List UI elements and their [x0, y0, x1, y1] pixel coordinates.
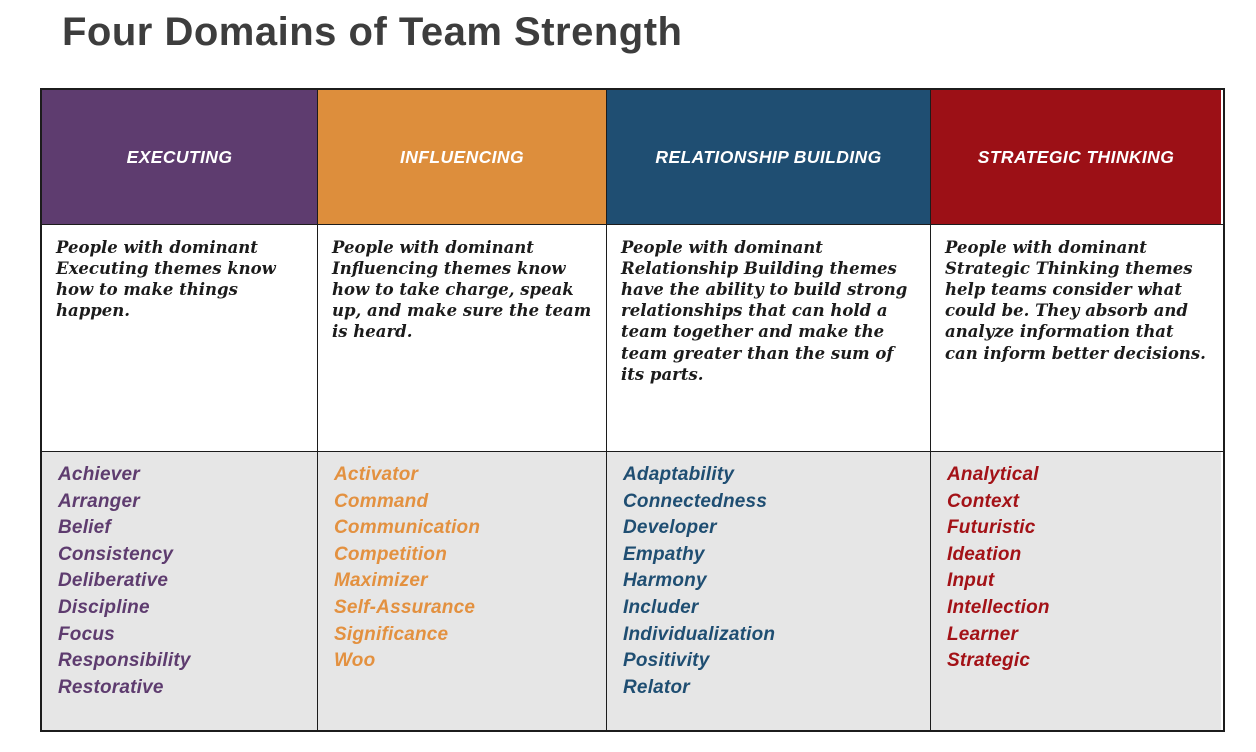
theme-item: Positivity	[623, 650, 710, 672]
theme-item: Communication	[334, 517, 481, 539]
theme-item: Input	[947, 570, 995, 592]
domains-table: EXECUTING INFLUENCING RELATIONSHIP BUILD…	[40, 88, 1225, 732]
theme-item: Self-Assurance	[334, 596, 476, 618]
theme-item: Activator	[334, 464, 419, 485]
theme-item: Belief	[58, 517, 111, 539]
theme-item: Individualization	[623, 623, 776, 645]
theme-item: Consistency	[58, 543, 174, 565]
theme-item: Arranger	[58, 490, 140, 512]
theme-item: Woo	[334, 650, 376, 672]
theme-item: Ideation	[947, 543, 1022, 565]
theme-item: Relator	[623, 676, 690, 698]
theme-item: Connectedness	[623, 490, 768, 512]
header-cell-relationship-building: RELATIONSHIP BUILDING	[607, 90, 931, 224]
header-cell-strategic-thinking: STRATEGIC THINKING	[931, 90, 1221, 224]
theme-item: Command	[334, 490, 429, 512]
description-cell-influencing: People with dominant Influencing themes …	[318, 225, 607, 451]
description-row: People with dominant Executing themes kn…	[42, 224, 1223, 451]
theme-item: Maximizer	[334, 570, 428, 592]
theme-item: Significance	[334, 623, 449, 645]
header-row: EXECUTING INFLUENCING RELATIONSHIP BUILD…	[42, 90, 1223, 224]
theme-item: Intellection	[947, 596, 1050, 618]
theme-item: Context	[947, 490, 1020, 512]
theme-item: Responsibility	[58, 650, 191, 672]
theme-item: Developer	[623, 517, 717, 539]
theme-item: Harmony	[623, 570, 707, 592]
theme-item: Analytical	[947, 464, 1039, 485]
page-title: Four Domains of Team Strength	[62, 10, 683, 54]
description-cell-strategic-thinking: People with dominant Strategic Thinking …	[931, 225, 1221, 451]
theme-item: Focus	[58, 623, 115, 645]
theme-item: Adaptability	[623, 464, 735, 485]
theme-item: Competition	[334, 543, 448, 565]
theme-item: Empathy	[623, 543, 705, 565]
header-cell-influencing: INFLUENCING	[318, 90, 607, 224]
theme-item: Futuristic	[947, 517, 1036, 539]
header-cell-executing: EXECUTING	[42, 90, 318, 224]
theme-item: Strategic	[947, 650, 1031, 672]
theme-item: Restorative	[58, 676, 164, 698]
theme-item: Achiever	[58, 464, 140, 485]
theme-item: Includer	[623, 596, 699, 618]
theme-item: Deliberative	[58, 570, 169, 592]
description-cell-executing: People with dominant Executing themes kn…	[42, 225, 318, 451]
theme-item: Discipline	[58, 596, 150, 618]
theme-item: Learner	[947, 623, 1019, 645]
description-cell-relationship-building: People with dominant Relationship Buildi…	[607, 225, 931, 451]
